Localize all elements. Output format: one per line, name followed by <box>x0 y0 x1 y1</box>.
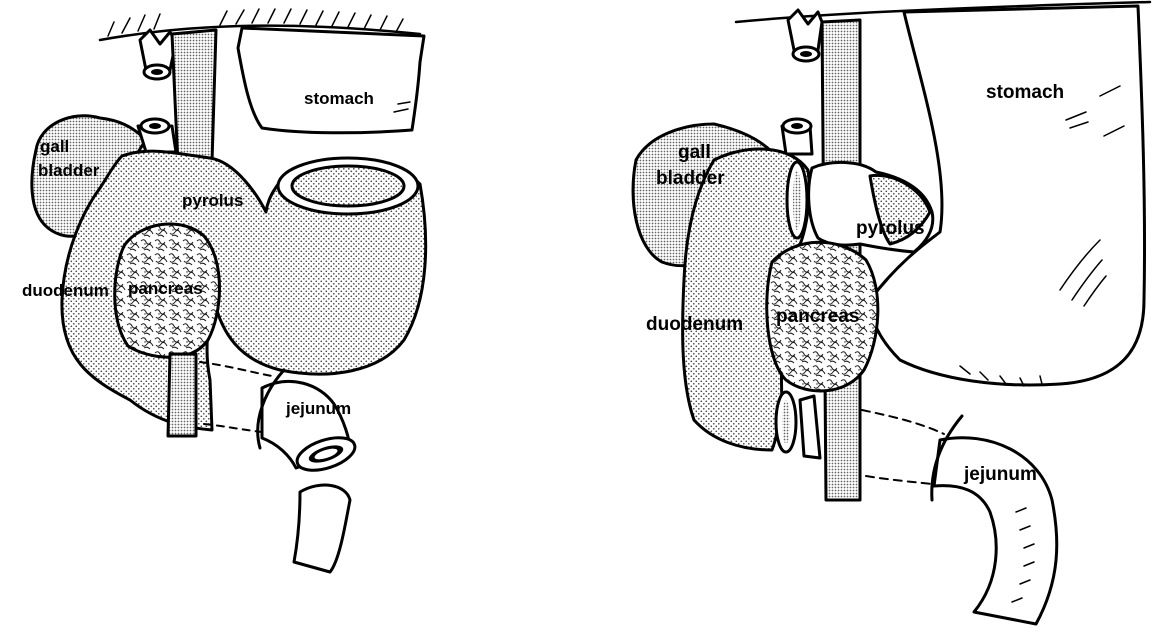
blood-vessel-top-left <box>140 30 176 79</box>
label-pancreas-left: pancreas <box>128 279 203 298</box>
vessel-right-upper <box>782 119 812 154</box>
jejunum-lower-left <box>294 485 350 572</box>
label-bladder-right: bladder <box>656 168 725 189</box>
stomach-stump-left <box>238 28 424 133</box>
cut-tube-right <box>776 392 820 458</box>
label-pyrolus-left: pyrolus <box>182 191 243 210</box>
label-pancreas-right: pancreas <box>776 306 859 327</box>
vertical-vessel-left <box>172 30 216 166</box>
label-gall-left: gall <box>40 137 69 156</box>
stomach-lumen-left <box>292 166 404 206</box>
panel-before: stomach gall bladder pyrolus duodenum pa… <box>22 9 426 572</box>
blood-vessel-top-right <box>788 10 822 61</box>
lower-vessel-left <box>168 354 196 436</box>
vessel-left-upper <box>138 119 176 152</box>
label-bladder-left: bladder <box>38 161 100 180</box>
panel-after: stomach gall bladder pyrolus duodenum pa… <box>633 2 1150 624</box>
label-stomach-left: stomach <box>304 89 374 108</box>
jejunum-left <box>258 370 359 477</box>
cut-line-right <box>862 410 944 484</box>
label-duodenum-left: duodenum <box>22 281 109 300</box>
label-stomach-right: stomach <box>986 82 1064 103</box>
label-duodenum-right: duodenum <box>646 314 743 335</box>
label-jejunum-left: jejunum <box>285 399 351 418</box>
label-pyrolus-right: pyrolus <box>856 218 925 239</box>
label-gall-right: gall <box>678 142 711 163</box>
jejunum-right <box>932 416 1057 624</box>
label-jejunum-right: jejunum <box>963 464 1037 485</box>
